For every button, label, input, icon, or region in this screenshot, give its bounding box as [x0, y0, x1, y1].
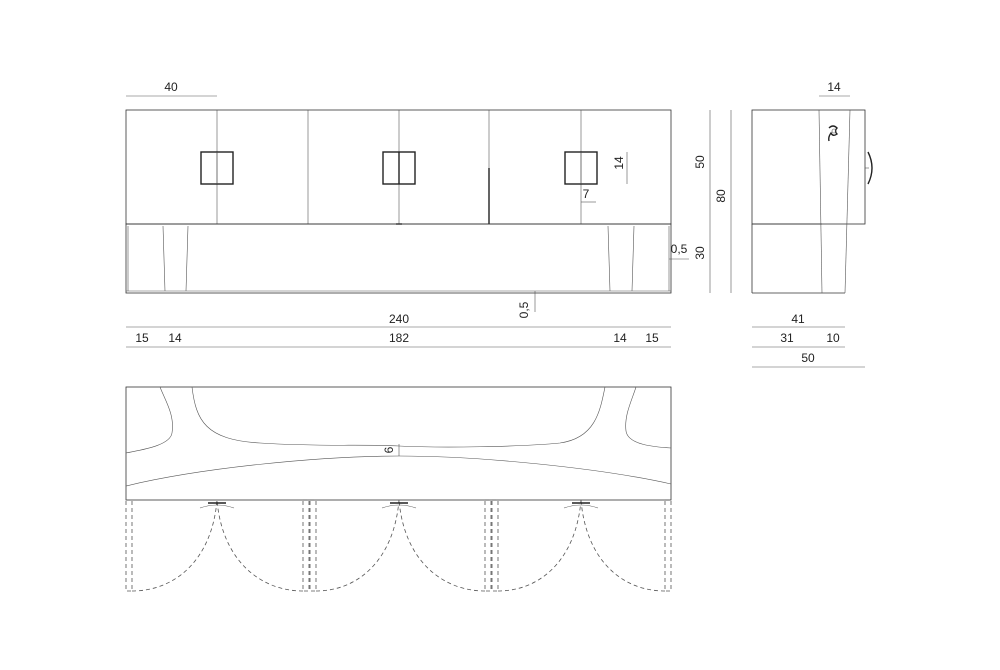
dim-depth-b1: 31 [780, 331, 794, 345]
dim-base-gap-side: 0,5 [671, 242, 688, 256]
dim-depth-a: 41 [791, 312, 805, 326]
side-view: 14 41 31 10 50 [751, 80, 873, 368]
plan-handle-center [381, 502, 417, 509]
handle-right [564, 151, 598, 185]
plan-right-lobe [625, 386, 672, 449]
dim-leg-right-outer: 15 [645, 331, 659, 345]
plan-handle-right [563, 502, 599, 509]
dim-curve-depth: 6 [382, 446, 396, 453]
dim-leg-right-inner: 14 [613, 331, 627, 345]
plan-handle-left [199, 502, 235, 509]
plan-outline [125, 386, 672, 501]
handle-center [382, 151, 416, 185]
leg-right-edge [631, 225, 635, 292]
dim-leg-left-outer: 15 [135, 331, 149, 345]
plan-front-arc [125, 455, 672, 487]
dim-total-depth: 50 [801, 351, 815, 365]
plan-inner-recess [191, 386, 606, 448]
dim-handle-offset: 7 [583, 187, 590, 201]
dim-base-height: 30 [693, 246, 707, 260]
leg-right-edge [607, 225, 611, 292]
dim-total-width: 240 [389, 312, 409, 326]
dim-leg-left-inner: 14 [168, 331, 182, 345]
leg-left-edge [162, 225, 166, 292]
plan-view: 6 [125, 386, 672, 592]
dim-door-width: 40 [164, 80, 178, 94]
dim-base-gap-bottom: 0,5 [517, 301, 531, 318]
plan-left-lobe [125, 386, 173, 454]
dim-top-height: 50 [693, 155, 707, 169]
door-swings [125, 499, 672, 592]
ornament-icon [828, 125, 839, 142]
handle-left [200, 151, 234, 185]
dim-depth-b2: 10 [826, 331, 840, 345]
dim-center-span: 182 [389, 331, 409, 345]
leg-left-edge [185, 225, 189, 292]
cabinet-base [125, 223, 672, 294]
front-view: 40 14 7 50 80 30 0,5 0,5 240 15 14 182 1… [125, 80, 732, 348]
dim-handle-height: 14 [612, 156, 626, 170]
dim-total-height: 80 [714, 189, 728, 203]
dim-door-depth: 14 [827, 80, 841, 94]
side-handle [867, 151, 873, 185]
side-body-outline [751, 109, 866, 225]
